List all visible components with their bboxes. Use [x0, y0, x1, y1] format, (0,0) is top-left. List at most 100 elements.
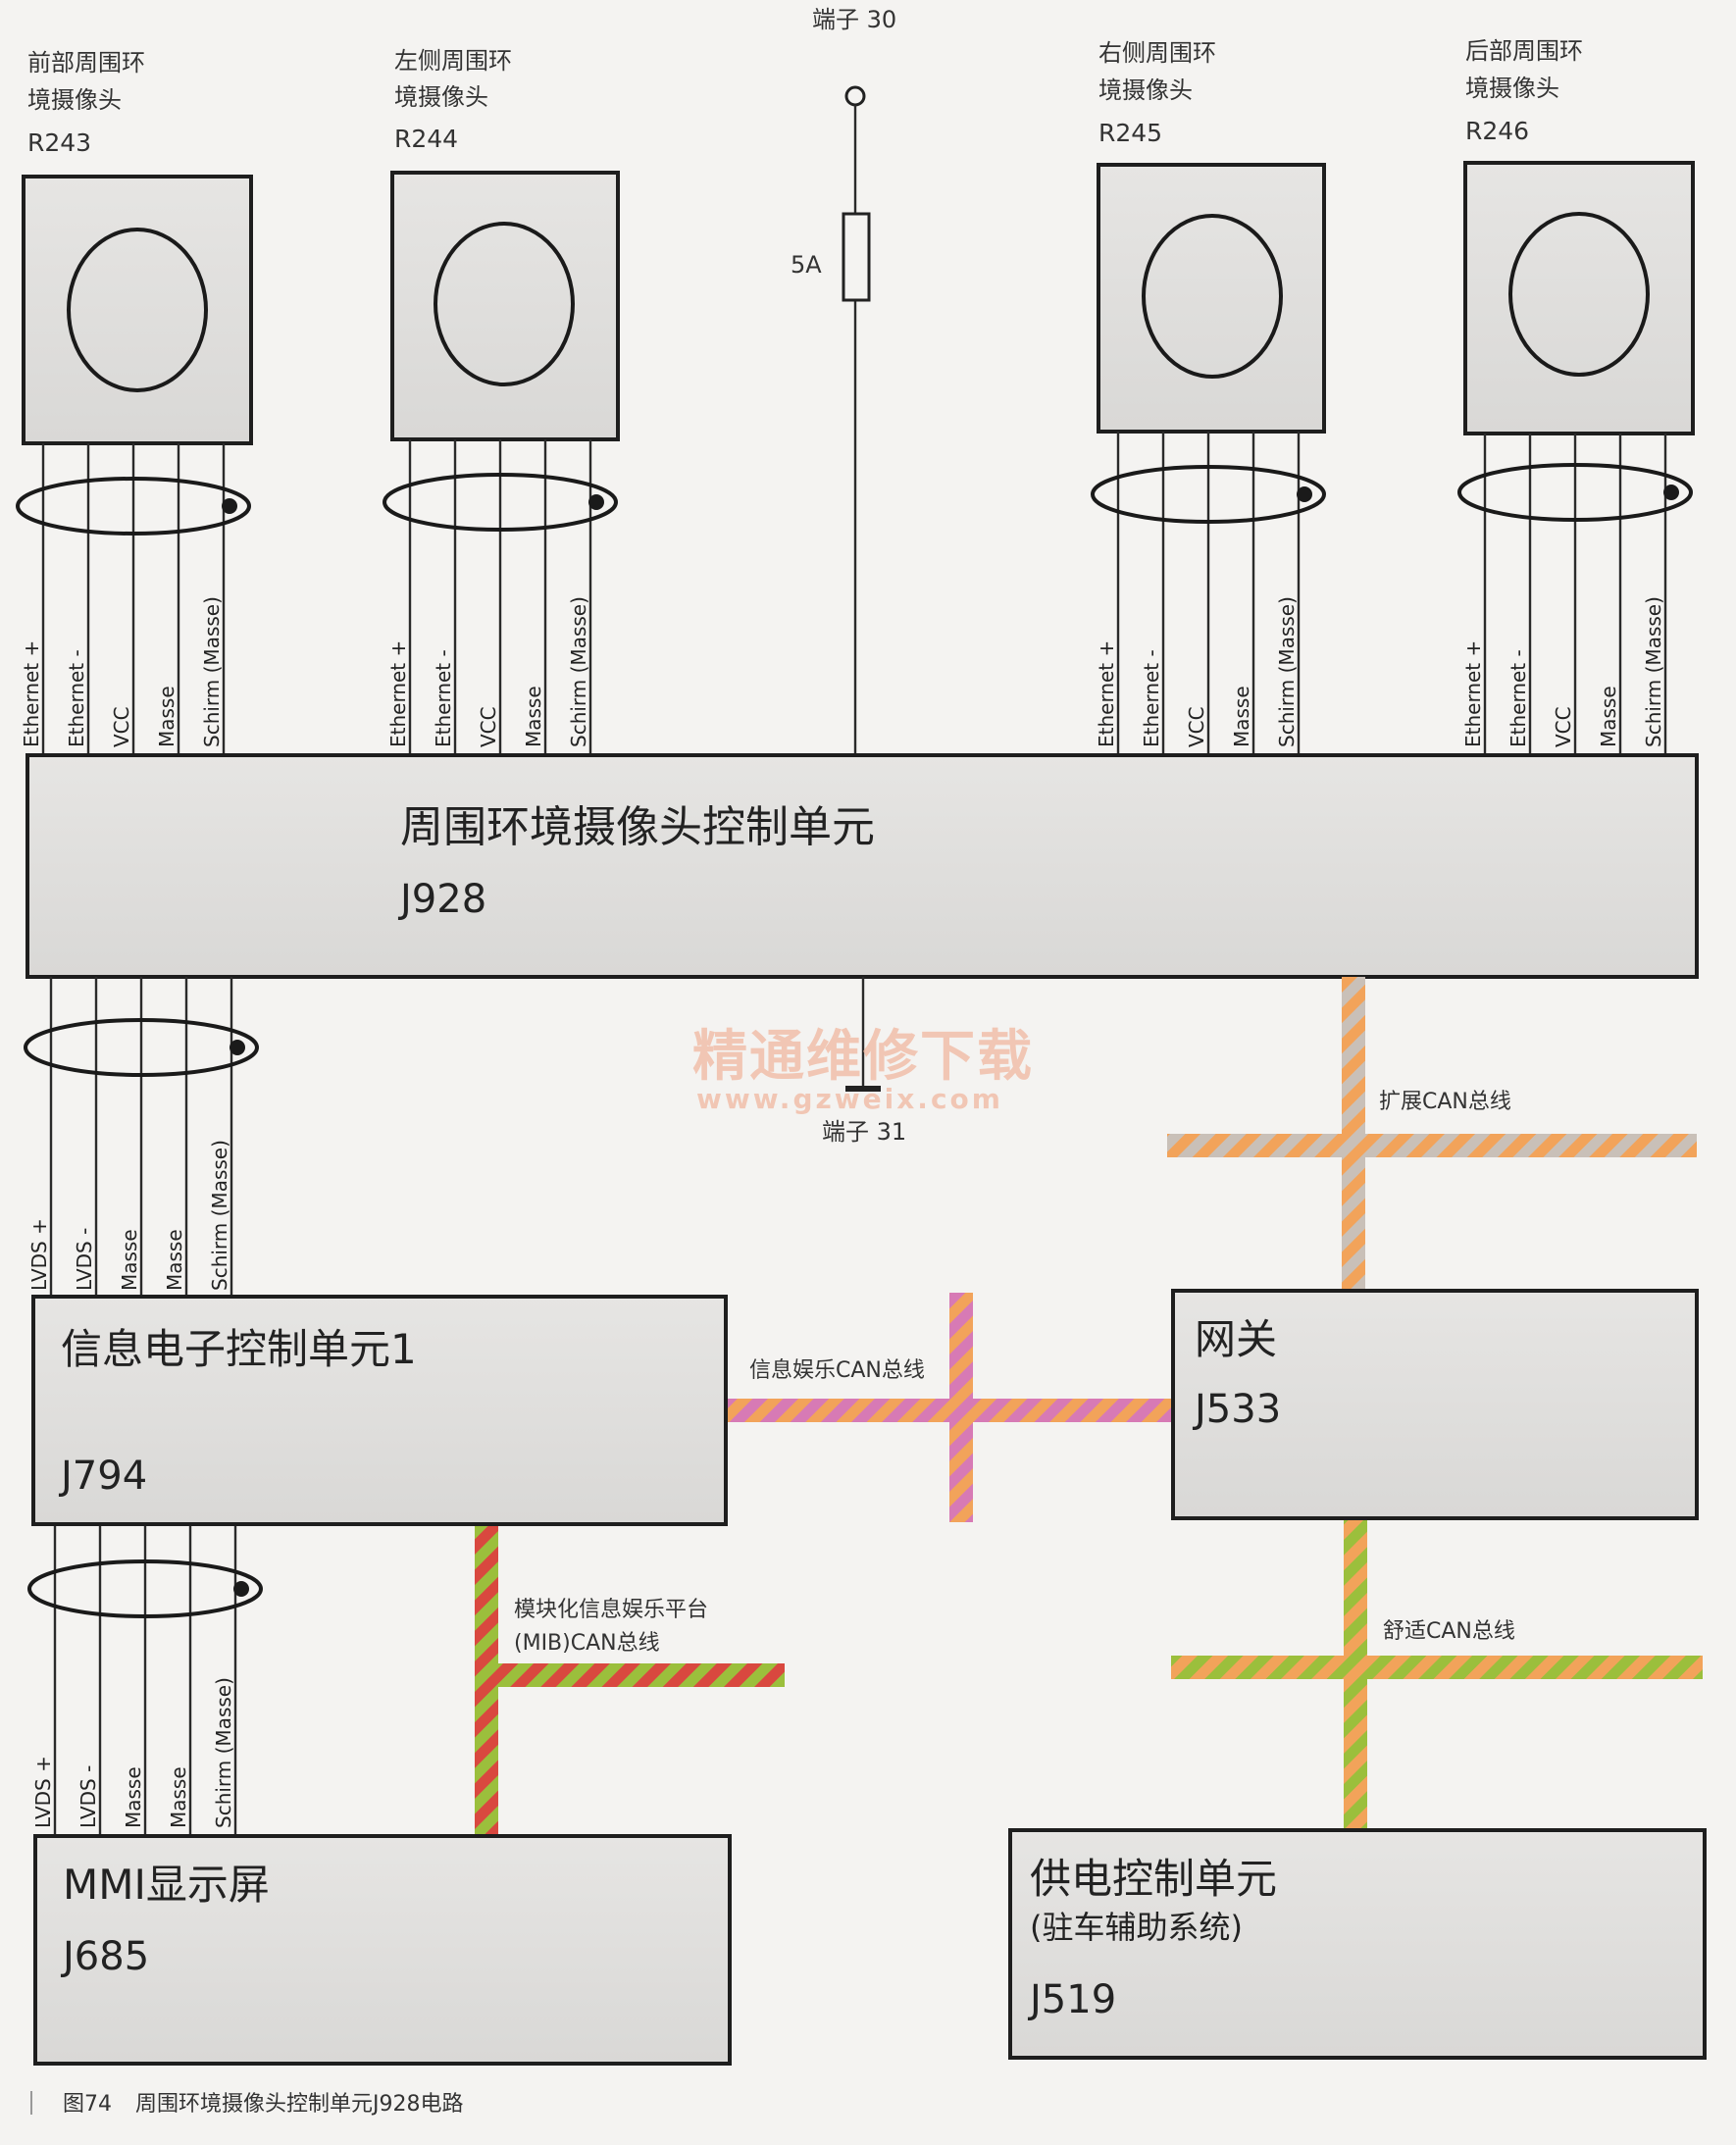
pin-label: LVDS +	[31, 1756, 55, 1828]
pin-label: Ethernet -	[1506, 649, 1530, 747]
display-j685	[33, 1834, 732, 2066]
camera-name-line1: 右侧周围环	[1098, 39, 1216, 67]
camera-r246: 后部周围环 境摄像头 R246	[1463, 37, 1695, 435]
pin-label: Masse	[1597, 686, 1620, 747]
caption-figure: 图74	[63, 2092, 112, 2117]
shield-ground-dot	[222, 498, 237, 514]
j928-j794-lvds-wiring: LVDS + LVDS - Masse Masse Schirm (Masse)	[24, 977, 259, 1297]
j928-name: 周围环境摄像头控制单元	[400, 802, 875, 852]
j533-code: J533	[1192, 1387, 1281, 1432]
pin-label: Schirm (Masse)	[1275, 596, 1299, 747]
pin-label: Schirm (Masse)	[567, 596, 590, 747]
pin-label: Ethernet +	[1095, 640, 1118, 747]
control-unit-j928	[26, 753, 1699, 979]
terminal-31-label: 端子 31	[822, 1118, 906, 1146]
shield-ground-dot	[230, 1040, 245, 1055]
camera-lens-icon	[1142, 214, 1283, 379]
pin-label: Masse	[1230, 686, 1253, 747]
mib-can-label-line2: (MIB)CAN总线	[514, 1631, 660, 1656]
extended-can-label: 扩展CAN总线	[1379, 1090, 1511, 1114]
fuse-icon	[842, 212, 871, 302]
pin-label: VCC	[110, 706, 133, 747]
control-unit-j794	[31, 1295, 728, 1526]
j519-code: J519	[1027, 1977, 1116, 2022]
pin-label: Ethernet -	[432, 649, 455, 747]
camera-code: R244	[394, 125, 458, 153]
gateway-j533	[1171, 1289, 1699, 1520]
pin-label: VCC	[1552, 706, 1575, 747]
pin-label: LVDS +	[27, 1218, 51, 1291]
pin-label: Ethernet +	[20, 640, 43, 747]
pin-label: Masse	[163, 1229, 186, 1291]
camera-body	[1463, 161, 1695, 435]
camera-name-line1: 前部周围环	[27, 49, 145, 77]
pin-label: VCC	[1185, 706, 1208, 747]
j794-name: 信息电子控制单元1	[61, 1325, 417, 1373]
camera-body	[22, 175, 253, 445]
camera-lens-icon	[67, 228, 208, 392]
pin-label: LVDS -	[73, 1228, 96, 1291]
infotainment-can-label: 信息娱乐CAN总线	[749, 1358, 925, 1383]
camera-code: R246	[1465, 117, 1529, 145]
j533-name: 网关	[1195, 1315, 1277, 1363]
pin-label: VCC	[477, 706, 500, 747]
camera-body	[390, 171, 620, 441]
camera-r243: 前部周围环 境摄像头 R243	[22, 49, 253, 445]
camera-name-line1: 左侧周围环	[394, 47, 512, 75]
j685-name: MMI显示屏	[63, 1861, 270, 1909]
shield-ring	[383, 473, 618, 532]
pin-label: Ethernet -	[1140, 649, 1163, 747]
camera-name-line2: 境摄像头	[1465, 75, 1559, 102]
j794-j685-lvds-wiring: LVDS + LVDS - Masse Masse Schirm (Masse)	[27, 1524, 263, 1836]
comfort-can-label: 舒适CAN总线	[1383, 1619, 1515, 1644]
pin-label: Ethernet +	[1461, 640, 1485, 747]
camera-body	[1097, 163, 1326, 434]
pin-label: Masse	[122, 1766, 145, 1828]
camera-name-line2: 境摄像头	[27, 86, 122, 114]
camera-r245: 右侧周围环 境摄像头 R245	[1097, 39, 1326, 434]
pin-label: Schirm (Masse)	[212, 1677, 235, 1828]
shield-ground-dot	[588, 494, 604, 510]
caption-text: 周围环境摄像头控制单元J928电路	[135, 2092, 463, 2117]
shield-ground-dot	[233, 1581, 249, 1597]
pin-label: LVDS -	[77, 1765, 100, 1828]
j685-code: J685	[60, 1934, 149, 1979]
shield-ground-dot	[1663, 485, 1679, 500]
j519-subname: (驻车辅助系统)	[1030, 1909, 1243, 1946]
terminal-30-connector-icon	[844, 85, 866, 107]
camera-code: R245	[1098, 119, 1162, 147]
pin-label: Schirm (Masse)	[208, 1140, 231, 1291]
pin-label: Masse	[522, 686, 545, 747]
shield-ring	[27, 1559, 263, 1618]
shield-ring	[1457, 463, 1693, 522]
camera-r246-wiring: Ethernet + Ethernet - VCC Masse Schirm (Mass…	[1457, 434, 1693, 755]
pin-label: Schirm (Masse)	[200, 596, 224, 747]
camera-r244-wiring: Ethernet + Ethernet - VCC Masse Schirm (Mass…	[383, 439, 618, 755]
camera-name-line2: 境摄像头	[1098, 77, 1193, 104]
camera-name-line2: 境摄像头	[394, 83, 488, 111]
j794-code: J794	[58, 1454, 147, 1499]
shield-ring	[1091, 465, 1326, 524]
pin-label: Masse	[118, 1229, 141, 1291]
camera-r244: 左侧周围环 境摄像头 R244	[390, 47, 620, 441]
shield-ground-dot	[1297, 486, 1312, 502]
watermark-title: 精通维修下载	[692, 1025, 1034, 1089]
terminal-30-label: 端子 30	[812, 6, 896, 33]
pin-label: Masse	[167, 1766, 190, 1828]
fuse-rating: 5A	[791, 251, 822, 279]
camera-lens-icon	[434, 222, 575, 386]
control-unit-j519	[1008, 1828, 1707, 2060]
shield-ring	[24, 1018, 259, 1077]
pin-label: Ethernet +	[386, 640, 410, 747]
camera-lens-icon	[1508, 212, 1650, 377]
camera-name-line1: 后部周围环	[1465, 37, 1583, 65]
pin-label: Schirm (Masse)	[1642, 596, 1665, 747]
j928-code: J928	[397, 877, 486, 922]
pin-label: Ethernet -	[65, 649, 88, 747]
camera-code: R243	[27, 128, 91, 157]
j519-name: 供电控制单元	[1030, 1855, 1277, 1903]
camera-r245-wiring: Ethernet + Ethernet - VCC Masse Schirm (Mass…	[1091, 432, 1326, 755]
watermark-url: www.gzweix.com	[696, 1083, 1003, 1115]
